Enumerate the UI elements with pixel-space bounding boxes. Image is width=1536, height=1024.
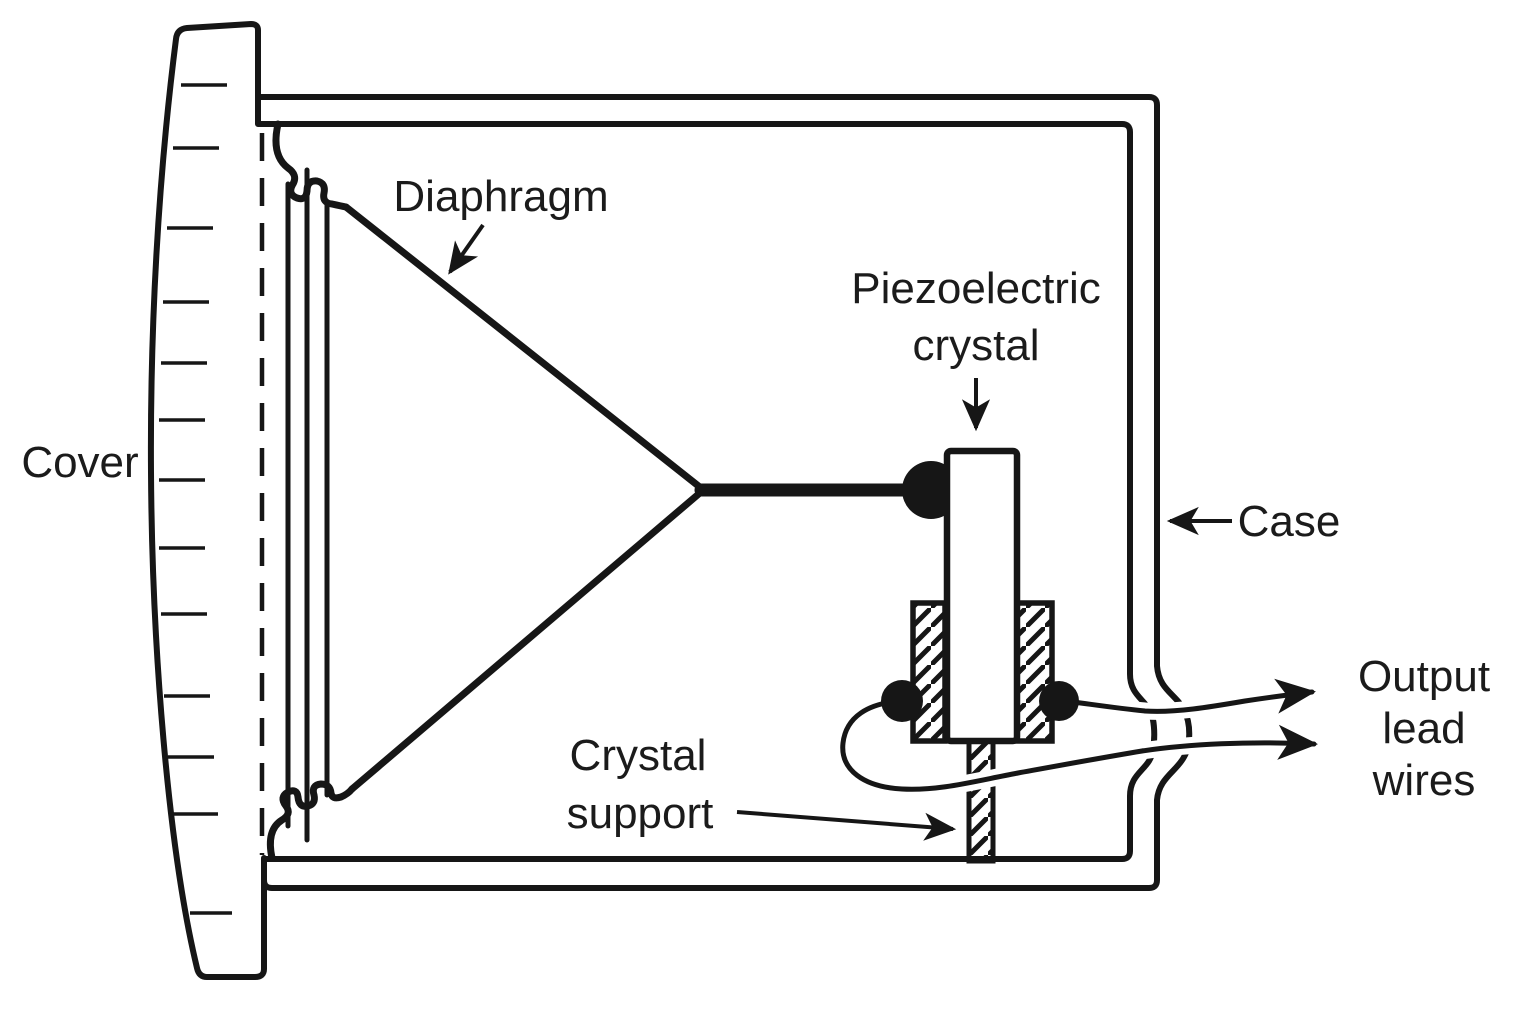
case-label: Case (1238, 497, 1341, 546)
output-wire-bottom (840, 698, 1318, 792)
crystal-support-arrow (736, 810, 957, 841)
crystal-support-label-line1: Crystal (570, 731, 707, 780)
output-lead-wires-label-line3: wires (1372, 756, 1476, 805)
diaphragm-cone-upper (342, 203, 705, 492)
output-lead-wires-label-line1: Output (1358, 652, 1490, 701)
diaphragm-cone-lower (348, 488, 705, 793)
piezoelectric-crystal-label-line1: Piezoelectric (851, 264, 1100, 313)
support-block-left (910, 600, 948, 744)
diaphragm-label: Diaphragm (393, 172, 608, 221)
output-wire-top (1055, 678, 1316, 714)
piezoelectric-crystal-body (943, 447, 1021, 745)
crystal-support-label-line2: support (567, 789, 714, 838)
cover-tick-marks (159, 83, 232, 915)
piezoelectric-crystal-label-line2: crystal (912, 321, 1039, 370)
diaphragm-corrugation-top (272, 120, 350, 211)
support-stem (966, 738, 996, 864)
diaphragm-arrow (448, 223, 485, 275)
cover-outline (147, 21, 267, 980)
cover-label: Cover (21, 438, 138, 487)
diaphragm-corrugation-bottom (266, 780, 356, 862)
output-lead-wires-label-line2: lead (1382, 704, 1465, 753)
diaphragm (266, 120, 705, 862)
support-block-right (1014, 600, 1055, 744)
